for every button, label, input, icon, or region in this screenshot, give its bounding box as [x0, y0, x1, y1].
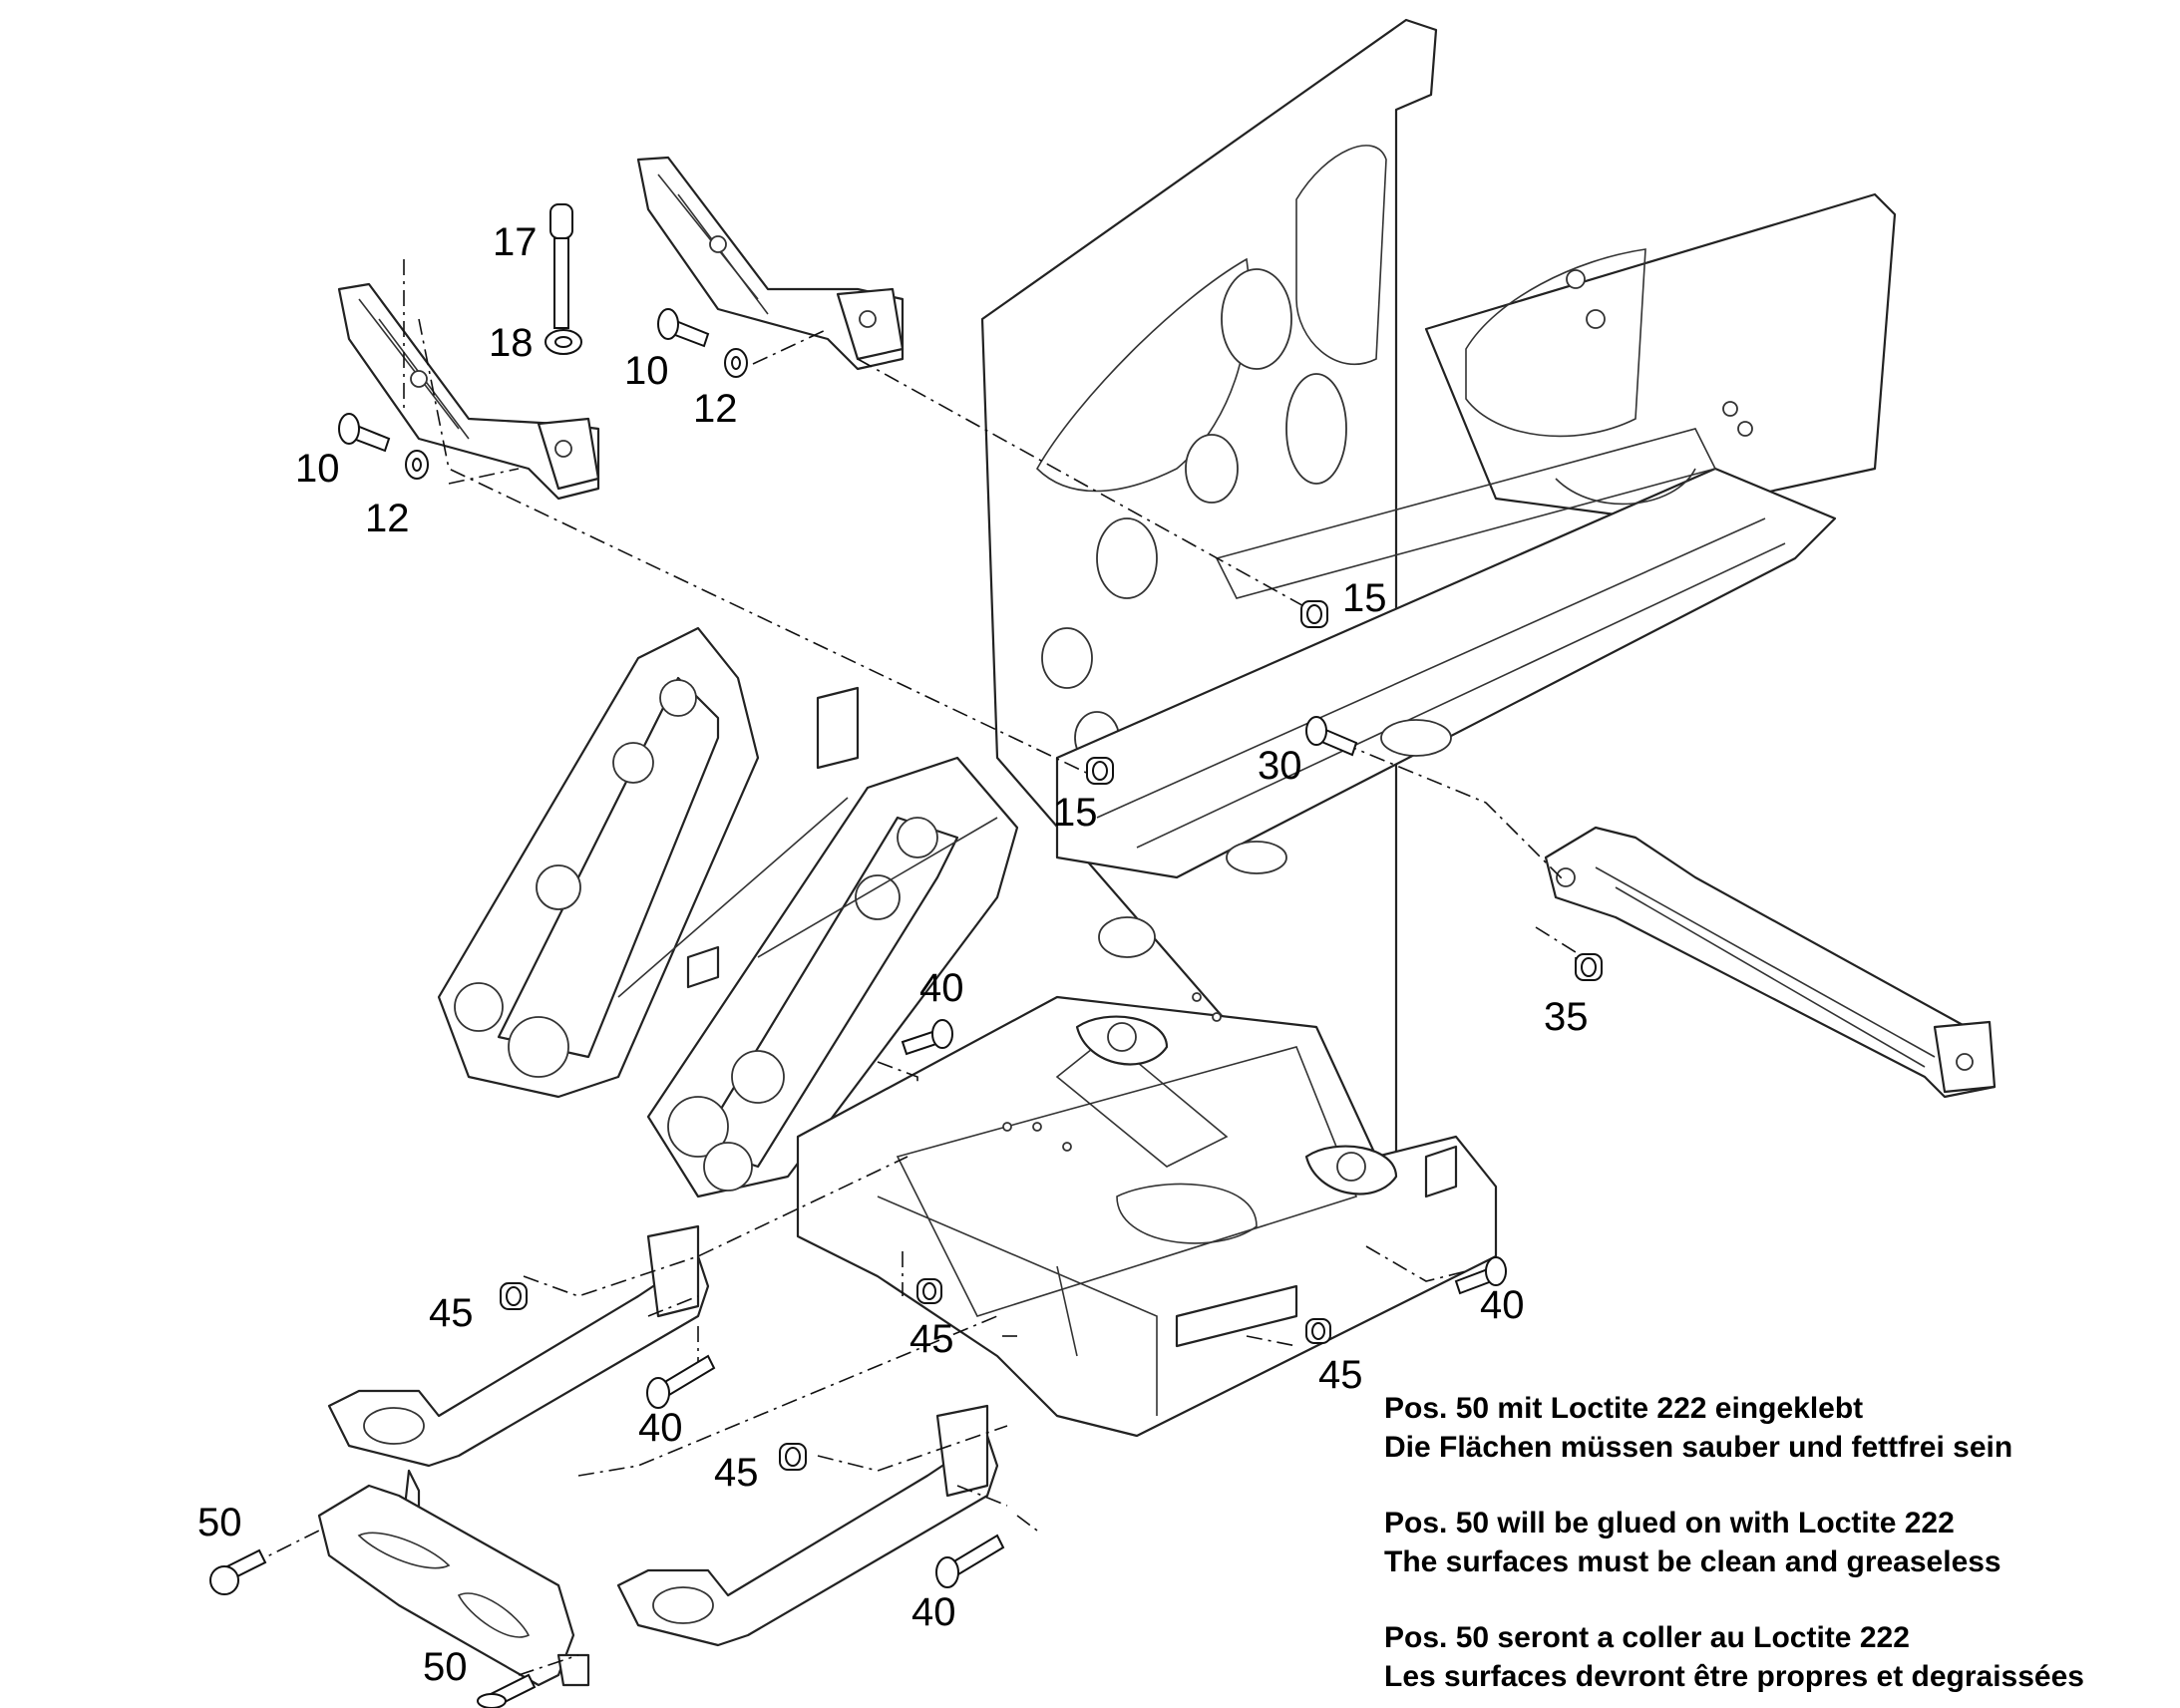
- callout-40: 40: [638, 1406, 683, 1450]
- note-french-line-2: Les surfaces devront être propres et deg…: [1384, 1660, 2084, 1693]
- callout-15: 15: [1053, 791, 1098, 835]
- callout-45: 45: [714, 1451, 759, 1495]
- callout-labels: 17 18 10 12 10 12 15 15 30 35 40 40 40 4…: [197, 220, 1589, 1689]
- callout-17: 17: [493, 220, 538, 264]
- note-german: Pos. 50 mit Loctite 222 eingeklebt Die F…: [1384, 1389, 2012, 1467]
- note-french: Pos. 50 seront a coller au Loctite 222 L…: [1384, 1618, 2084, 1696]
- note-english-line-1: Pos. 50 will be glued on with Loctite 22…: [1384, 1507, 1955, 1539]
- note-german-line-1: Pos. 50 mit Loctite 222 eingeklebt: [1384, 1392, 1864, 1425]
- leader-lines: [248, 259, 1592, 1676]
- lower-bracket: [317, 1484, 590, 1687]
- callout-18: 18: [489, 321, 534, 365]
- axle-beam-right: [1544, 826, 1997, 1099]
- fasteners: [209, 203, 1603, 1708]
- callout-12: 12: [693, 387, 738, 431]
- callout-30: 30: [1258, 744, 1302, 788]
- note-english-line-2: The surfaces must be clean and greaseles…: [1384, 1545, 2001, 1578]
- callout-45: 45: [909, 1317, 954, 1361]
- boom-mount: [437, 626, 1019, 1198]
- note-english: Pos. 50 will be glued on with Loctite 22…: [1384, 1504, 2001, 1581]
- callout-35: 35: [1544, 995, 1589, 1039]
- callout-40: 40: [911, 1590, 956, 1634]
- callout-40: 40: [1480, 1283, 1525, 1327]
- callout-15: 15: [1342, 576, 1387, 620]
- rocker-arm-left: [337, 282, 600, 501]
- note-french-line-1: Pos. 50 seront a coller au Loctite 222: [1384, 1621, 1910, 1654]
- callout-50: 50: [423, 1645, 468, 1689]
- callout-12: 12: [365, 497, 410, 540]
- main-frame: [980, 18, 1897, 1218]
- note-german-line-2: Die Flächen müssen sauber und fettfrei s…: [1384, 1431, 2013, 1464]
- callout-10: 10: [295, 447, 340, 491]
- callout-45: 45: [1318, 1353, 1363, 1397]
- rocker-arm-right: [636, 156, 905, 371]
- callout-10: 10: [624, 349, 669, 393]
- callout-40: 40: [919, 966, 964, 1010]
- callout-45: 45: [429, 1291, 474, 1335]
- swing-arm-right: [616, 1404, 999, 1647]
- callout-50: 50: [197, 1501, 242, 1544]
